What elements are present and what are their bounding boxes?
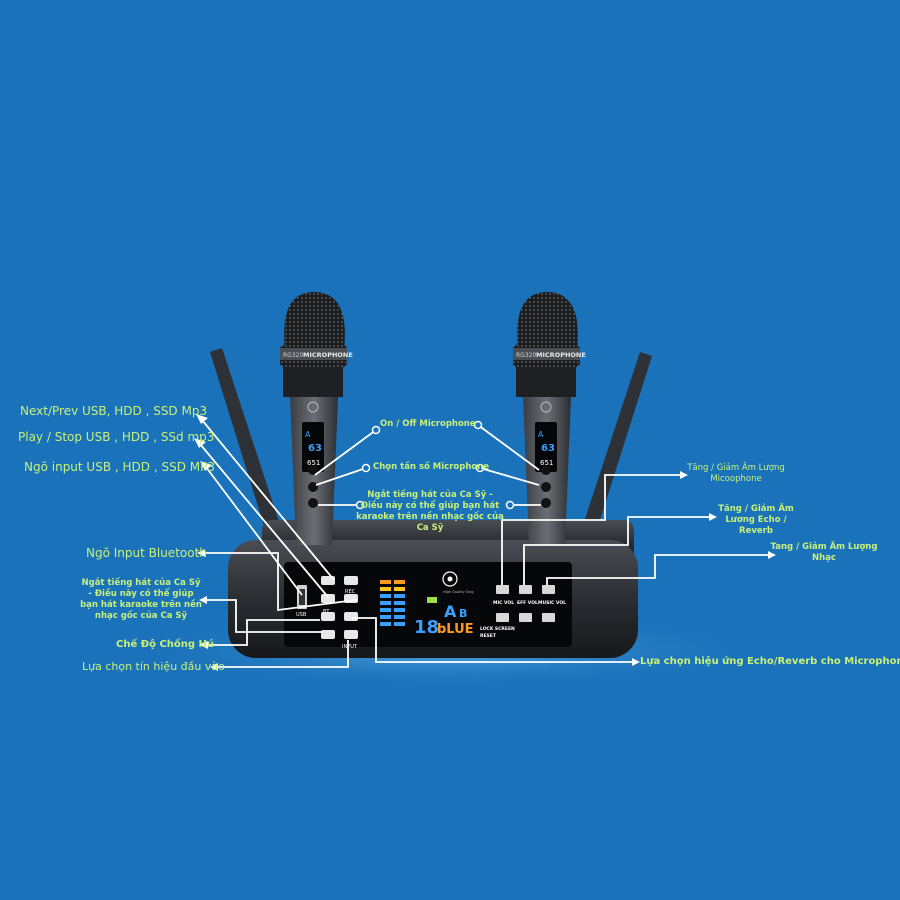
rec-button-caption: REC xyxy=(345,589,356,595)
bt-button-caption: BT xyxy=(323,609,330,615)
anti-howl-button[interactable] xyxy=(321,630,335,639)
right-mic-screen-channel: A xyxy=(538,430,544,439)
vocal-cut-button[interactable] xyxy=(321,612,335,621)
line-echo-volume xyxy=(523,516,711,585)
line-anti-howl xyxy=(206,619,320,646)
mic-vol-label: MIC VOL xyxy=(493,600,514,606)
callout-dots xyxy=(355,420,515,510)
left-mic-screen-number: 63 xyxy=(308,443,322,454)
vu-meter xyxy=(380,580,405,626)
label-music-volume: Tang / Giảm Âm Lượng Nhạc xyxy=(770,542,878,563)
right-mic-band-code: RG320 xyxy=(516,352,536,359)
left-antenna xyxy=(210,348,285,545)
label-anti-howl: Chế Độ Chống Hú xyxy=(116,639,215,650)
label-input-bt: Ngõ Input Bluetooth xyxy=(86,546,207,560)
input-button-caption: INPUT xyxy=(342,644,358,650)
left-panel-buttons xyxy=(321,576,358,639)
lock-screen-label: LOCK SCREEN xyxy=(480,626,515,632)
input-button[interactable] xyxy=(344,630,358,639)
label-next-prev: Next/Prev USB, HDD , SSD Mp3 xyxy=(20,404,208,418)
play-stop-button[interactable] xyxy=(321,594,335,603)
reset-label: RESET xyxy=(480,633,497,639)
line-input-select xyxy=(216,640,349,668)
line-mic-on-off-left xyxy=(314,429,377,476)
bluetooth-button[interactable] xyxy=(344,576,358,585)
label-vocal-cut-left: Ngắt tiếng hát của Ca Sỹ - Điều này có t… xyxy=(80,578,202,621)
badge-b: B xyxy=(459,607,467,620)
music-vol-label: MUSIC VOL xyxy=(538,600,566,606)
callout-lines xyxy=(199,419,770,668)
line-play-stop xyxy=(199,443,329,598)
left-mic-screen-freq: 651 xyxy=(307,459,320,467)
right-antenna xyxy=(578,352,652,545)
label-effect-select: Lựa chọn hiệu ứng Echo/Reverb cho Microp… xyxy=(640,656,900,667)
eff-vol-up[interactable] xyxy=(519,585,532,594)
label-mic-volume: Tăng / Giảm Âm Lượng Micoophone xyxy=(687,463,785,484)
eff-vol-down[interactable] xyxy=(519,613,532,622)
logo-caption: High Quality Sing xyxy=(443,590,473,594)
right-mic-screen-freq: 651 xyxy=(540,459,553,467)
callout-arrowheads xyxy=(194,414,776,671)
usb-caption: USB xyxy=(296,612,307,618)
left-mic-screen-channel: A xyxy=(305,430,311,439)
effect-button[interactable] xyxy=(344,612,358,621)
signal-badge xyxy=(427,597,437,603)
label-echo-volume: Tăng / Giảm Âm Lương Echo / Reverb xyxy=(718,504,794,536)
usb-port-inner xyxy=(299,589,305,605)
line-mic-freq-left xyxy=(315,467,367,486)
music-vol-down[interactable] xyxy=(542,613,555,622)
left-mic-band-text: MICROPHONE xyxy=(303,351,353,359)
label-input-select: Lựa chọn tín hiệu đầu vào xyxy=(82,660,225,673)
eff-vol-label: EFF VOL xyxy=(517,600,538,606)
line-next-prev xyxy=(201,419,335,581)
line-mic-on-off-right xyxy=(477,424,540,471)
brand-logo xyxy=(442,571,458,587)
mic-vol-up[interactable] xyxy=(496,585,509,594)
volume-buttons xyxy=(496,585,555,622)
line-vocal-cut-left xyxy=(205,599,322,633)
line-mic-freq-right xyxy=(479,467,540,486)
right-mic-screen-number: 63 xyxy=(541,443,555,454)
label-mic-freq: Chọn tần số Microphone xyxy=(373,462,490,472)
line-input-usb xyxy=(205,466,303,596)
display-number: 18 xyxy=(414,617,439,638)
label-vocal-cut-mic: Ngắt tiếng hát của Ca Sỹ - Điều này có t… xyxy=(356,490,504,533)
label-play-stop: Play / Stop USB , HDD , SSd mp3 xyxy=(18,430,215,444)
line-input-bt xyxy=(203,552,357,612)
badge-a: A xyxy=(444,602,457,621)
label-input-usb: Ngõ input USB , HDD , SSD MP3 xyxy=(24,460,215,474)
left-mic-band-code: RG320 xyxy=(283,352,303,359)
mic-vol-down[interactable] xyxy=(496,613,509,622)
line-effect-select xyxy=(352,617,634,663)
line-music-volume xyxy=(546,554,770,585)
display-blue-text: bLUE xyxy=(437,622,474,637)
music-vol-up[interactable] xyxy=(542,585,555,594)
label-mic-on-off: On / Off Microphone xyxy=(380,419,476,429)
left-microphone xyxy=(280,292,347,545)
right-mic-band-text: MICROPHONE xyxy=(536,351,586,359)
right-microphone xyxy=(513,292,580,545)
line-mic-volume xyxy=(501,474,682,585)
